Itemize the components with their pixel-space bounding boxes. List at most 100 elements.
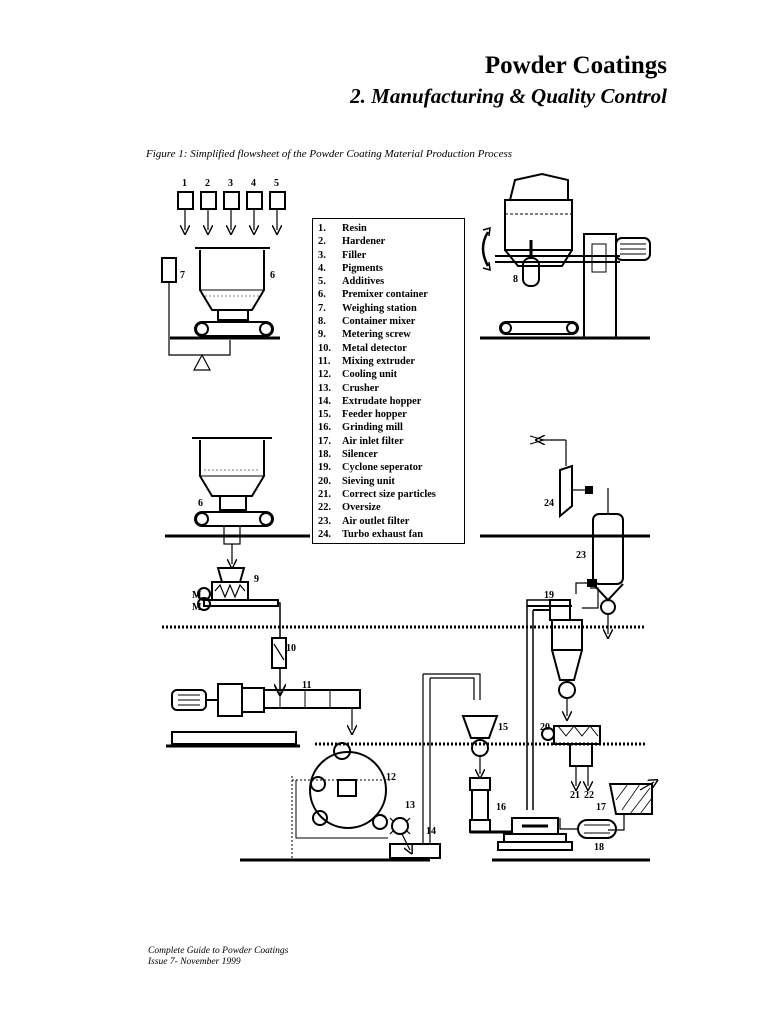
label-23: 23 [576, 550, 586, 561]
label-9: 9 [254, 574, 259, 585]
legend-item-number: 11. [318, 355, 331, 367]
page-footer: Complete Guide to Powder Coatings Issue … [148, 946, 288, 968]
mixing-extruder [166, 683, 361, 748]
silencer [559, 818, 617, 839]
air-outlet-filter [480, 488, 650, 634]
legend-item-label: Air inlet filter [342, 435, 404, 447]
legend-item: 8.Container mixer [318, 315, 464, 328]
metal-detector [271, 615, 287, 690]
legend-item-label: Cyclone seperator [342, 462, 423, 474]
legend-item-label: Correct size particles [342, 488, 436, 500]
label-m1: M [192, 590, 202, 601]
legend-item: 19. Cyclone seperator [318, 461, 464, 474]
legend-item-label: Filler [342, 249, 367, 261]
legend-item: 11. Mixing extruder [318, 355, 464, 368]
label-20: 20 [540, 722, 550, 733]
label-1: 1 [182, 178, 187, 189]
legend-item-number: 10. [318, 342, 331, 354]
legend-item-number: 21. [318, 488, 331, 500]
legend-item-number: 19. [318, 462, 331, 474]
label-10: 10 [286, 643, 296, 654]
legend-item: 5. Additives [318, 275, 464, 288]
legend-item-number: 17. [318, 435, 331, 447]
legend-item: 10. Metal detector [318, 342, 464, 355]
label-8: 8 [513, 274, 518, 285]
footer-issue: Issue 7- November 1999 [148, 957, 241, 967]
legend-item: 21. Correct size particles [318, 488, 464, 501]
label-13: 13 [405, 800, 415, 811]
legend-item-number: 18. [318, 449, 331, 461]
legend-item-number: 12. [318, 369, 331, 381]
label-24: 24 [544, 498, 554, 509]
container-mixer [480, 172, 651, 340]
legend-item-number: 7. [318, 302, 326, 314]
label-2: 2 [205, 178, 210, 189]
label-15: 15 [498, 722, 508, 733]
legend-item-label: Feeder hopper [342, 409, 407, 421]
legend-item-label: Resin [342, 223, 367, 234]
legend-item-number: 9. [318, 329, 326, 341]
ingredient-boxes [177, 191, 286, 230]
legend-item-number: 5. [318, 276, 326, 288]
grinding-mill [470, 599, 650, 862]
legend-item: 2.Hardener [318, 235, 464, 248]
label-5: 5 [274, 178, 279, 189]
label-17: 17 [596, 802, 606, 813]
legend-item-label: Premixer container [342, 289, 428, 301]
legend-item-label: Turbo exhaust fan [342, 528, 424, 540]
legend-item: 18. Silencer [318, 448, 464, 461]
legend-item-label: Grinding mill [342, 422, 403, 434]
legend-item-number: 3. [318, 249, 326, 261]
label-6-top: 6 [270, 270, 275, 281]
legend-item-label: Crusher [342, 382, 379, 394]
label-12: 12 [386, 772, 396, 783]
legend-item: 1. Resin [318, 222, 464, 235]
legend-item-label: Mixing extruder [342, 355, 416, 367]
label-7: 7 [180, 270, 185, 281]
extrudate-hopper [389, 673, 481, 859]
page-title: Powder Coatings [484, 52, 667, 79]
footer-guide-title: Complete Guide to Powder Coatings [148, 946, 289, 956]
legend-item-label: Sieving unit [342, 475, 395, 487]
label-4: 4 [251, 178, 256, 189]
legend-item-label: Silencer [342, 449, 378, 461]
legend-item: 4.Pigments [318, 262, 464, 275]
air-inlet-filter [608, 782, 654, 831]
legend-item: 7.Weighing station [318, 302, 464, 315]
legend-item-number: 15. [318, 409, 331, 421]
legend-item-label: Pigments [342, 262, 383, 274]
legend-item: 24.Turbo exhaust fan [318, 528, 464, 541]
legend-item-label: Metering screw [342, 329, 411, 341]
metering-screw [197, 567, 281, 615]
legend-item-label: Metal detector [342, 342, 407, 354]
page-subtitle: 2. Manufacturing & Quality Control [350, 84, 667, 108]
legend-item-number: 2. [318, 236, 326, 248]
legend-item-number: 6. [318, 289, 326, 301]
legend-item: 3. Filler [318, 249, 464, 262]
label-19: 19 [544, 590, 554, 601]
figure-caption: Figure 1: Simplified flowsheet of the Po… [146, 148, 513, 160]
legend-item-number: 22. [318, 502, 331, 514]
legend-item: 6. Premixer container [318, 288, 464, 301]
label-6-lower: 6 [198, 498, 203, 509]
flowsheet-diagram: 1 2 3 4 5 6 7 8 6 9 M M 10 11 12 13 14 1… [161, 172, 660, 862]
cyclone-separator [549, 587, 599, 716]
label-22: 22 [584, 790, 594, 801]
label-11: 11 [302, 680, 311, 691]
label-21: 21 [570, 790, 580, 801]
legend-item-number: 23. [318, 515, 331, 527]
legend-item-number: 13. [318, 382, 331, 394]
flowsheet-figure: 1 2 3 4 5 6 7 8 6 9 M M 10 11 12 13 14 1… [140, 170, 660, 885]
label-3: 3 [228, 178, 233, 189]
legend-item: 9. Metering screw [318, 328, 464, 341]
legend-item-label: Additives [342, 276, 385, 288]
feeder-hopper [461, 715, 499, 833]
legend-item: 16.Grinding mill [318, 421, 464, 434]
premixer-container-top [170, 247, 280, 340]
cooling-unit [240, 742, 430, 862]
legend-item-label: Container mixer [342, 316, 416, 328]
turbo-exhaust-fan [529, 436, 593, 519]
legend-item-number: 1. [318, 223, 326, 234]
weighing-station [161, 257, 231, 371]
label-18: 18 [594, 842, 604, 853]
